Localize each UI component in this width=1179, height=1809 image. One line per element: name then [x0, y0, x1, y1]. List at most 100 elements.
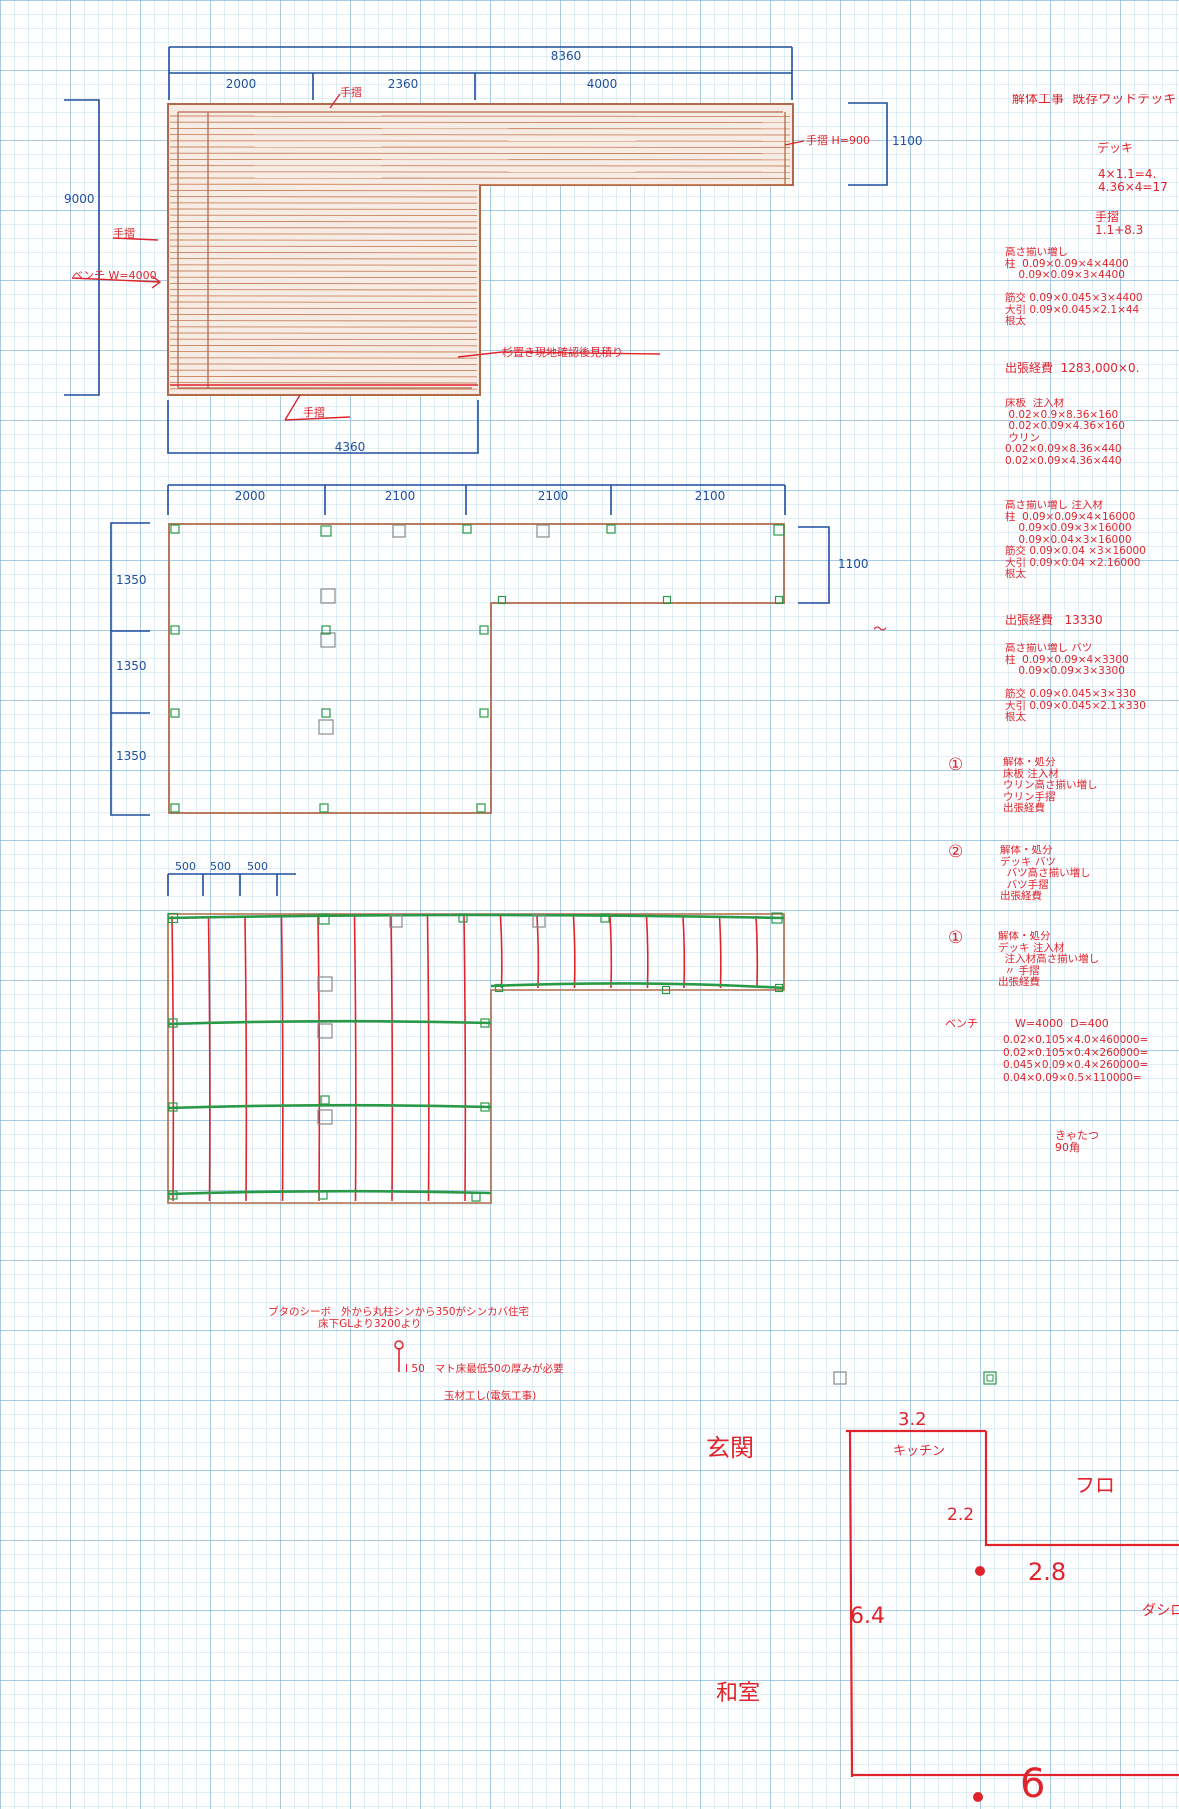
joist-line [536, 915, 540, 989]
post-marker [771, 912, 783, 924]
joist-line [463, 915, 467, 1202]
plan3-spacing-1: 500 [175, 860, 196, 873]
joist-line [755, 915, 759, 989]
plan1-height-left: 9000 [64, 192, 95, 206]
joist-line [280, 915, 284, 1202]
note-bench-dims: W=4000 D=400 [1015, 1018, 1109, 1030]
room-kitchen: キッチン [893, 1444, 945, 1459]
post-marker [317, 1109, 333, 1125]
note-option-1: 解体・処分 床板 注入材 ウリン高さ揃い増し ウリン手摺 出張経費 [1003, 757, 1098, 814]
post-marker [170, 708, 180, 718]
plan2-seg-1: 2000 [235, 489, 266, 503]
note-haizan1: 出張経費 1283,000×0. [1005, 362, 1140, 374]
plan1-seg-1: 2000 [226, 77, 257, 91]
plan3-spacing-2: 500 [210, 860, 231, 873]
plan1-height-right: 1100 [892, 134, 923, 148]
post-marker [773, 524, 785, 536]
plan3-joists [171, 915, 759, 1202]
note-tesuri: 手摺 1.1+8.3 [1095, 211, 1144, 237]
plan1-total-width: 8360 [551, 49, 582, 63]
plan1-seg-3: 4000 [587, 77, 618, 91]
post-marker [168, 1102, 178, 1112]
tilde-mark: ～ [873, 622, 887, 638]
post-marker [480, 1102, 490, 1112]
post-marker [479, 625, 489, 635]
post-marker [662, 595, 672, 605]
note-option-3: 解体・処分 デッキ 注入材 注入材高さ揃い増し 〃 手摺 出張経費 [998, 931, 1100, 988]
floor-plan-dot-2 [973, 1792, 983, 1802]
post-marker [532, 914, 546, 928]
label-tesuri-right: 手摺 H=900 [806, 133, 870, 147]
note-deck: デッキ [1097, 142, 1134, 154]
post-marker [536, 524, 550, 538]
post-marker [170, 524, 180, 534]
plan1-dimension-lines [64, 46, 888, 454]
joist-line [244, 915, 248, 1202]
small-square-2 [983, 1371, 997, 1385]
post-marker [317, 1023, 333, 1039]
note-deck-lines: 4×1.1=4. 4.36×4=17 [1098, 168, 1168, 194]
room-genkan: 玄関 [706, 1434, 754, 1462]
plan2-seg-3: 2100 [538, 489, 569, 503]
post-marker [318, 1190, 328, 1200]
post-marker [319, 803, 329, 813]
post-marker [168, 1018, 178, 1028]
dim-2-8: 2.8 [1028, 1558, 1066, 1586]
plan3-outline [167, 913, 785, 1204]
dim-2-2: 2.2 [947, 1505, 974, 1525]
note-block4: 高さ揃い増し バツ 柱 0.09×0.09×4×3300 0.09×0.09×3… [1005, 643, 1146, 723]
joist-line [718, 915, 722, 989]
post-marker [774, 983, 784, 993]
post-marker [320, 1095, 330, 1105]
post-marker [476, 803, 486, 813]
note-tamakizai: 玉材工し(電気工事) [444, 1390, 537, 1402]
note-foundation: ブタのシーボ 外から丸柱シンから350がシンカバ住宅 床下GLより3200より [268, 1306, 530, 1330]
plan3-beams [167, 913, 785, 1196]
post-marker [389, 914, 403, 928]
plan2-outline [168, 523, 785, 814]
post-marker [318, 719, 334, 735]
plan2-dimension-lines [110, 484, 830, 816]
post-marker [320, 632, 336, 648]
dim-6-4: 6.4 [850, 1604, 885, 1629]
joist-line [609, 915, 613, 989]
label-bench: ベンチ W=4000 [72, 269, 157, 282]
floor-plan-outline [846, 1429, 1179, 1778]
joist-line [499, 915, 503, 989]
post-marker [321, 625, 331, 635]
note-bench-lines: 0.02×0.105×4.0×460000= 0.02×0.105×0.4×26… [1003, 1034, 1149, 1084]
joist-line [426, 915, 430, 1202]
post-marker [661, 985, 671, 995]
joist-line [682, 915, 686, 989]
plan3-posts [167, 912, 784, 1202]
joist-line [171, 915, 175, 1202]
note-block2: 床板 注入材 0.02×0.9×8.36×160 0.02×0.09×4.36×… [1005, 398, 1125, 467]
plan2-seg-4: 2100 [695, 489, 726, 503]
room-furo: フロ [1075, 1473, 1115, 1497]
post-marker [170, 803, 180, 813]
plan2-seg-2: 2100 [385, 489, 416, 503]
post-marker [479, 708, 489, 718]
label-tesuri-top: 手摺 [340, 85, 362, 99]
post-marker [458, 913, 468, 923]
label-sugi-note: 杉置き現地確認後見積り [502, 345, 623, 359]
dim-3-2: 3.2 [898, 1409, 927, 1430]
post-marker [317, 976, 333, 992]
note-bench-label: ベンチ [945, 1018, 978, 1030]
note-block3: 高さ揃い増し 注入材 柱 0.09×0.09×4×16000 0.09×0.09… [1005, 500, 1146, 580]
post-marker [774, 595, 784, 605]
joist-line [207, 915, 211, 1202]
post-marker [392, 524, 406, 538]
label-tesuri-bottom: 手摺 [303, 405, 325, 419]
joist-line [572, 915, 576, 989]
plan2-left-2: 1350 [116, 659, 147, 673]
note-haizan2: 出張経費 13330 [1005, 614, 1103, 626]
post-marker [494, 983, 504, 993]
post-marker [170, 625, 180, 635]
option-num-2: ② [948, 842, 963, 862]
plan2-left-1: 1350 [116, 573, 147, 587]
joist-line [645, 915, 649, 989]
plan1-leader-lines [71, 93, 805, 421]
post-marker [497, 595, 507, 605]
